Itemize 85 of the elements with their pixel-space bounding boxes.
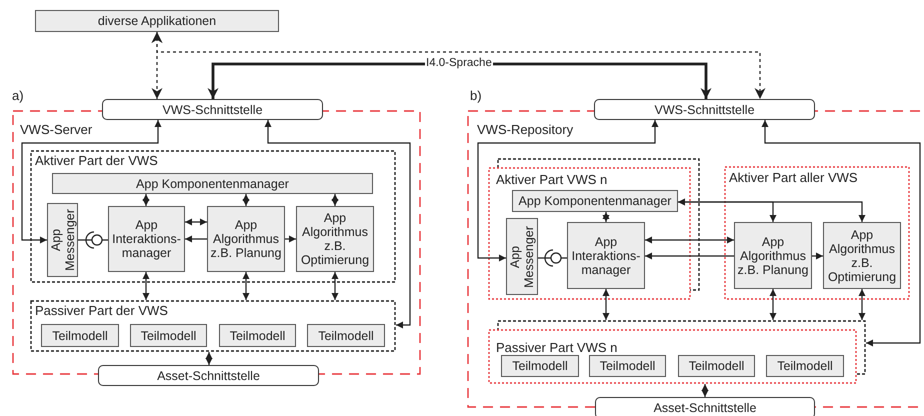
- arrow: [645, 252, 734, 260]
- arrow: [602, 289, 610, 320]
- arrow: [142, 194, 150, 206]
- group-frame: [488, 320, 866, 384]
- component-box: [47, 203, 78, 277]
- group-frame: [488, 158, 700, 300]
- panel-label: a): [12, 88, 24, 103]
- box-label: App Komponentenmanager: [518, 194, 672, 208]
- arrow: [477, 120, 658, 262]
- box-label: App Komponentenmanager: [136, 176, 289, 190]
- arrow: [332, 194, 338, 206]
- frame-title: Aktiver Part aller VWS: [729, 170, 858, 185]
- arrow: [208, 62, 712, 99]
- arrow: [702, 384, 708, 397]
- box-label: Asset-Schnittstelle: [157, 368, 260, 382]
- component-box: [506, 218, 538, 295]
- arrow: [645, 236, 734, 244]
- box-label: diverse Applikationen: [98, 14, 216, 28]
- application-box: [35, 10, 279, 32]
- component-box: [207, 206, 285, 272]
- submodel-box: [766, 355, 844, 377]
- submodel-box: [219, 324, 296, 347]
- group-frame: [30, 300, 396, 352]
- box-label: Asset-Schnittstelle: [654, 401, 756, 415]
- box-label: Teilmodell: [230, 328, 286, 342]
- box-label: Teilmodell: [600, 359, 656, 373]
- arrow: [602, 212, 610, 222]
- group-frame: [724, 166, 910, 300]
- box-label: App Messenger: [508, 224, 536, 290]
- arrow: [242, 194, 250, 206]
- submodel-box: [501, 355, 579, 377]
- box-label: Teilmodell: [688, 359, 744, 373]
- arrow: [332, 272, 338, 300]
- box-label: App Messenger: [48, 208, 76, 273]
- component-box: [512, 190, 678, 212]
- box-label: Teilmodell: [777, 359, 833, 373]
- interface-box: [98, 365, 319, 386]
- box-label: App Algorithmus z.B. Optimierung: [300, 211, 370, 267]
- box-label: App Interaktions-manager: [111, 218, 182, 260]
- arrow: [21, 120, 162, 244]
- group-frame: [30, 150, 396, 283]
- frame-title: Passiver Part VWS n: [496, 340, 618, 355]
- component-box: [567, 222, 645, 289]
- arrow: [152, 32, 766, 99]
- frame-title: Aktiver Part VWS n: [496, 172, 608, 187]
- component-box: [108, 206, 185, 272]
- edge-label: I4.0-Sprache: [425, 57, 493, 70]
- box-label: Teilmodell: [140, 328, 196, 342]
- submodel-box: [130, 324, 207, 347]
- arrow: [762, 120, 921, 346]
- box-label: Teilmodell: [512, 359, 568, 373]
- interface-box: [595, 397, 815, 416]
- box-label: App Algorithmus z.B. Planung: [736, 234, 810, 276]
- interface-box: [594, 99, 815, 120]
- arrow: [185, 236, 207, 242]
- box-label: App Algorithmus z.B. Optimierung: [826, 228, 898, 284]
- interface-box: [102, 99, 323, 120]
- box-label: VWS-Schnittstelle: [162, 102, 263, 116]
- frame-title: Passiver Part der VWS: [35, 303, 168, 318]
- arrow: [812, 252, 823, 260]
- submodel-box: [41, 324, 119, 347]
- component-box: [734, 222, 812, 289]
- arrow: [770, 289, 776, 320]
- frame-title: VWS-Server: [20, 122, 92, 137]
- submodel-box: [678, 355, 755, 377]
- submodel-box: [307, 324, 385, 347]
- submodel-box: [589, 355, 666, 377]
- box-label: Teilmodell: [52, 328, 108, 342]
- frame-title: VWS-Repository: [477, 122, 574, 137]
- box-label: App Algorithmus z.B. Planung: [210, 218, 282, 260]
- box-label: Teilmodell: [318, 328, 374, 342]
- arrow: [678, 198, 866, 222]
- arrow: [206, 352, 212, 365]
- arrow: [858, 289, 866, 320]
- arrow: [264, 120, 411, 328]
- frame-title: Aktiver Part der VWS: [35, 153, 158, 168]
- arrow: [285, 236, 296, 242]
- arrow: [142, 272, 150, 300]
- arrow: [242, 272, 250, 300]
- box-label: App Interaktions-manager: [570, 234, 642, 276]
- box-label: VWS-Schnittstelle: [654, 102, 755, 116]
- panel-label: b): [470, 88, 482, 103]
- arrow: [185, 218, 207, 226]
- component-box: [52, 173, 373, 194]
- component-box: [823, 222, 901, 289]
